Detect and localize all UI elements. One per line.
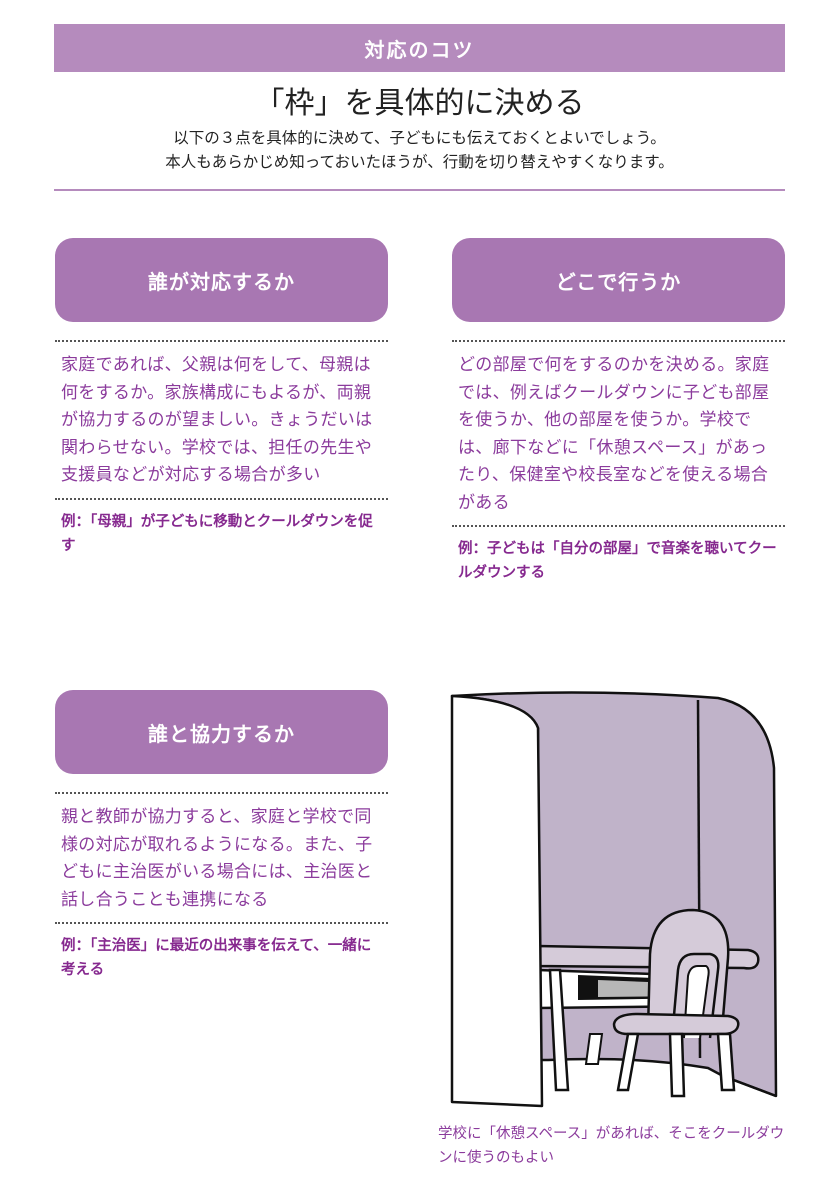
section-header-bar: 対応のコツ <box>54 24 785 72</box>
intro-text: 以下の３点を具体的に決めて、子どもにも伝えておくとよいでしょう。 本人もあらかじ… <box>54 126 785 174</box>
card-example: 例：子どもは「自分の部屋」で音楽を聴いてクールダウンする <box>458 541 777 581</box>
dotted-divider <box>452 340 785 342</box>
dotted-divider <box>55 340 388 342</box>
illustration-caption: 学校に「休憩スペース」があれば、そこをクールダウンに使うのもよい <box>438 1126 785 1166</box>
card-heading-label: 誰が対応するか <box>148 269 295 294</box>
card-body: 家庭であれば、父親は何をして、母親は何をするか。家族構成にもよるが、両親が協力す… <box>61 355 373 485</box>
card-body: 親と教師が協力すると、家庭と学校で同様の対応が取れるようになる。また、子どもに主… <box>61 807 373 910</box>
card-heading: 誰が対応するか <box>55 238 388 322</box>
card-heading-label: どこで行うか <box>555 269 682 294</box>
intro-line-1: 以下の３点を具体的に決めて、子どもにも伝えておくとよいでしょう。 <box>173 129 666 147</box>
intro-line-2: 本人もあらかじめ知っておいたほうが、行動を切り替えやすくなります。 <box>165 153 674 171</box>
cooldown-booth-illustration <box>438 688 788 1108</box>
card-who-responds: 誰が対応するか 家庭であれば、父親は何をして、母親は何をするか。家族構成にもよる… <box>55 238 388 558</box>
card-collaborate: 誰と協力するか 親と教師が協力すると、家庭と学校で同様の対応が取れるようになる。… <box>55 690 388 982</box>
dotted-divider <box>55 922 388 924</box>
card-example: 例：「主治医」に最近の出来事を伝えて、一緒に考える <box>61 938 372 978</box>
card-heading-label: 誰と協力するか <box>148 721 295 746</box>
card-where: どこで行うか どの部屋で何をするのかを決める。家庭では、例えばクールダウンに子ど… <box>452 238 785 585</box>
dotted-divider <box>55 792 388 794</box>
card-heading: 誰と協力するか <box>55 690 388 774</box>
page-title: 「枠」を具体的に決める <box>254 86 585 121</box>
card-example: 例：「母親」が子どもに移動とクールダウンを促す <box>61 513 373 554</box>
card-heading: どこで行うか <box>452 238 785 322</box>
title-divider <box>54 189 785 191</box>
dotted-divider <box>452 525 785 527</box>
dotted-divider <box>55 497 388 500</box>
card-body: どの部屋で何をするのかを決める。家庭では、例えばクールダウンに子ども部屋を使うか… <box>458 355 770 513</box>
section-header-label: 対応のコツ <box>364 37 475 62</box>
